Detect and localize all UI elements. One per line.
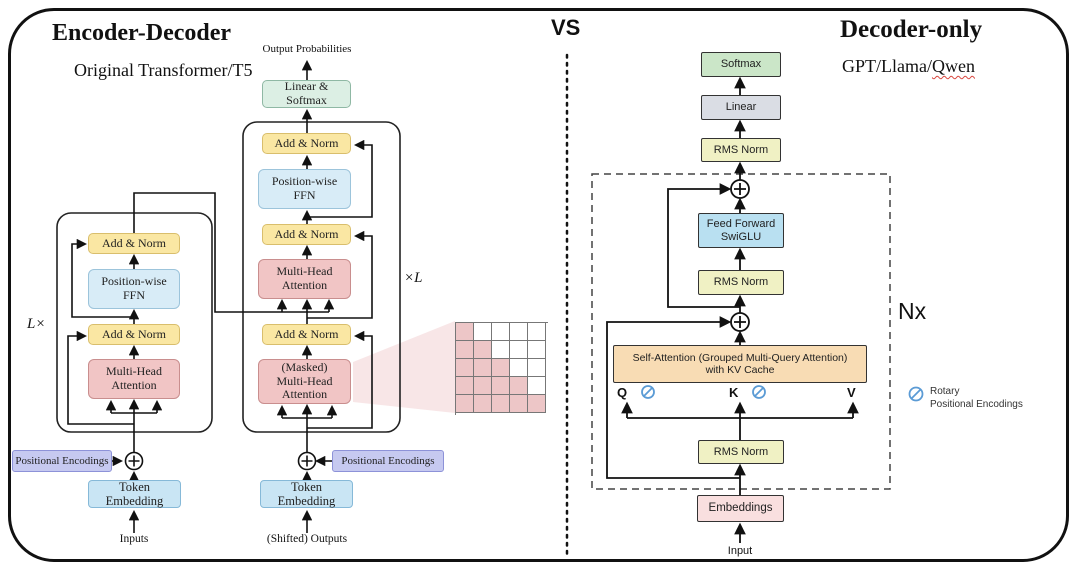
encoder-repeat-label: L× <box>27 316 46 332</box>
inputs-label: Inputs <box>119 533 149 545</box>
mask-cell <box>456 395 474 413</box>
mask-cone <box>353 321 455 413</box>
rotary-icon-k <box>752 385 766 399</box>
mask-cell <box>492 341 510 359</box>
positional-encodings-left: Positional Encodings <box>12 450 112 472</box>
decoder-repeat-label: ×L <box>404 270 423 286</box>
rotary-icons <box>641 385 924 402</box>
right-subtitle: GPT/Llama/Qwen <box>842 56 975 77</box>
mask-cell <box>474 395 492 413</box>
rotary-legend-label: Rotary Positional Encodings <box>930 386 1023 410</box>
softmax-box: Softmax <box>701 52 781 77</box>
feed-forward-swiglu: Feed Forward SwiGLU <box>698 213 784 248</box>
decoder-add-norm-bottom: Add & Norm <box>262 324 351 345</box>
mask-cell <box>456 341 474 359</box>
nx-repeat-label: Nx <box>898 298 927 324</box>
nx-dashed-outline <box>591 173 891 490</box>
encoder-self-attention: Multi-Head Attention <box>88 359 180 399</box>
mask-cell <box>510 395 528 413</box>
linear-box: Linear <box>701 95 781 120</box>
attention-mask-grid <box>455 322 548 415</box>
mask-cell <box>456 377 474 395</box>
decoder-connectors <box>276 59 373 533</box>
rms-norm-top: RMS Norm <box>701 138 781 162</box>
mask-cell <box>510 341 528 359</box>
rms-norm-mid: RMS Norm <box>698 270 784 295</box>
mask-cell <box>474 341 492 359</box>
mask-cell <box>510 359 528 377</box>
input-label: Input <box>727 545 753 557</box>
rotary-icon-q <box>641 385 655 399</box>
left-subtitle: Original Transformer/T5 <box>74 60 253 80</box>
mask-cell <box>492 359 510 377</box>
vs-label: VS <box>551 15 581 40</box>
token-embedding-left: Token Embedding <box>88 480 181 508</box>
mask-cell <box>474 323 492 341</box>
mask-cell <box>492 377 510 395</box>
mask-cell <box>528 377 546 395</box>
decoder-cross-attention: Multi-Head Attention <box>258 259 351 299</box>
rms-norm-bottom: RMS Norm <box>698 440 784 464</box>
mask-cell <box>474 359 492 377</box>
encoder-connectors <box>67 192 329 533</box>
mask-cell <box>528 323 546 341</box>
encoder-position-wise-ffn: Position-wise FFN <box>88 269 180 309</box>
right-connectors <box>606 76 859 543</box>
encoder-add-norm-top: Add & Norm <box>88 233 180 254</box>
plus-circles-right <box>730 179 750 332</box>
outer-rounded-frame <box>8 8 1069 562</box>
positional-encodings-right: Positional Encodings <box>332 450 444 472</box>
mask-cell <box>510 323 528 341</box>
linear-softmax-box: Linear & Softmax <box>262 79 351 108</box>
mask-cell <box>528 359 546 377</box>
plus-circles-left <box>124 451 317 471</box>
token-embedding-right: Token Embedding <box>260 480 353 508</box>
mask-cell <box>510 377 528 395</box>
k-label: K <box>729 385 739 400</box>
decoder-position-wise-ffn: Position-wise FFN <box>258 169 351 209</box>
shifted-outputs-label: (Shifted) Outputs <box>266 533 348 545</box>
decoder-masked-attention: (Masked) Multi-Head Attention <box>258 359 351 404</box>
mask-cell <box>528 395 546 413</box>
encoder-add-norm-bottom: Add & Norm <box>88 324 180 345</box>
decoder-add-norm-mid: Add & Norm <box>262 224 351 245</box>
right-subtitle-prefix: GPT/Llama/ <box>842 56 932 76</box>
mask-cell <box>456 359 474 377</box>
mask-cell <box>528 341 546 359</box>
rotary-icon-legend <box>908 386 924 402</box>
decoder-outline <box>242 121 401 433</box>
decoder-add-norm-top: Add & Norm <box>262 133 351 154</box>
mask-cell <box>474 377 492 395</box>
left-title: Encoder-Decoder <box>52 20 232 46</box>
embeddings-box: Embeddings <box>697 495 784 522</box>
mask-cell <box>492 323 510 341</box>
mask-cell <box>492 395 510 413</box>
output-probabilities-label: Output Probabilities <box>262 43 352 55</box>
v-label: V <box>847 385 856 400</box>
mask-cell <box>456 323 474 341</box>
grouped-query-attention-box: Self-Attention (Grouped Multi-Query Atte… <box>613 345 867 383</box>
right-title: Decoder-only <box>840 16 983 43</box>
q-label: Q <box>617 385 628 400</box>
right-subtitle-qwen: Qwen <box>931 56 975 76</box>
